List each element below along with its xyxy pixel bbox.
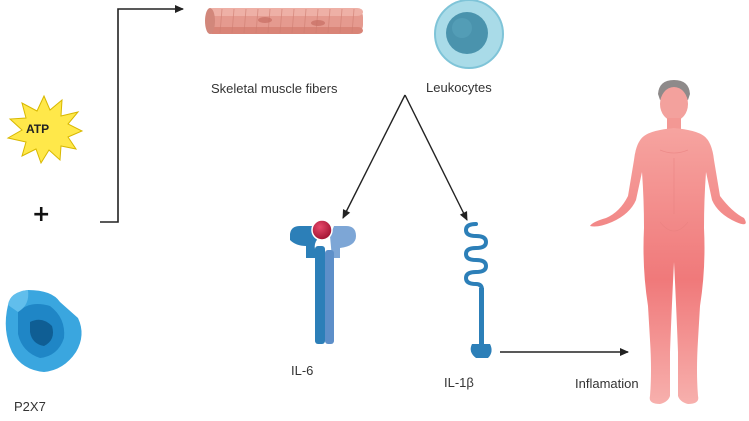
p2x7-label: P2X7 [14, 399, 46, 414]
plus-symbol: + [32, 202, 51, 227]
il1b-label: IL-1β [444, 375, 474, 390]
inflammation-label: Inflamation [575, 376, 639, 391]
il6-receptor-icon [290, 219, 356, 344]
leukocyte-cell-icon [434, 0, 504, 69]
leukocytes-label: Leukocytes [426, 80, 492, 95]
p2x7-receptor-icon [5, 290, 82, 372]
il1b-receptor-icon [463, 222, 492, 358]
atp-starburst-icon [6, 94, 84, 165]
il6-label: IL-6 [291, 363, 314, 378]
skeletal-muscle-label: Skeletal muscle fibers [211, 81, 338, 96]
connector-arrow-to-muscle [100, 5, 184, 223]
branch-arrow-to-il6 [342, 94, 406, 219]
human-body-figure [590, 80, 746, 404]
branch-arrow-to-il1b [404, 94, 468, 221]
atp-label: ATP [26, 122, 50, 136]
skeletal-muscle-fiber-icon [205, 8, 363, 34]
